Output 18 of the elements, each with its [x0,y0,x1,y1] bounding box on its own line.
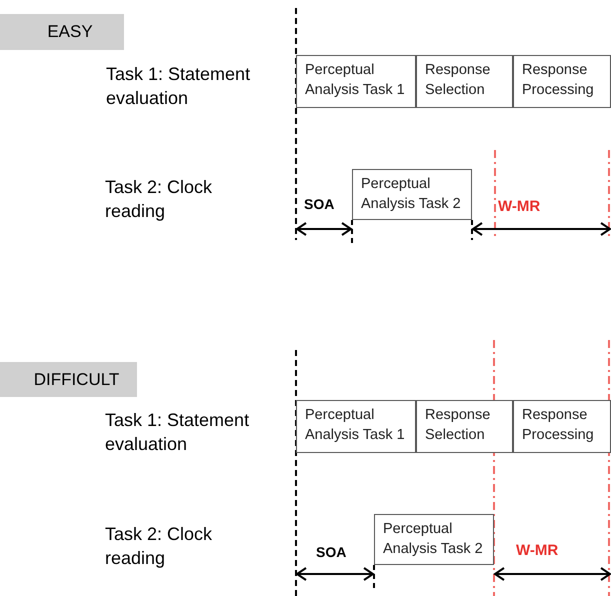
phase-box: Response Selection [416,400,513,453]
condition-band: EASY [0,14,124,50]
phase-box: Perceptual Analysis Task 1 [296,55,416,108]
task-label: Task 2: Clock reading [105,523,214,570]
task-label: Task 2: Clock reading [105,176,214,223]
phase-box: Response Processing [513,400,611,453]
soa-label: SOA [304,195,336,214]
phase-box: Perceptual Analysis Task 2 [352,169,472,220]
phase-box: Response Processing [513,55,611,108]
wmr-label: W-MR [498,197,542,217]
phase-box: Perceptual Analysis Task 2 [374,514,494,565]
condition-band: DIFFICULT [0,362,137,397]
task-label: Task 1: Statement evaluation [105,409,250,456]
soa-label: SOA [316,543,348,562]
phase-box: Response Selection [416,55,513,108]
task-label: Task 1: Statement evaluation [106,63,252,110]
phase-box: Perceptual Analysis Task 1 [296,400,416,453]
wmr-label: W-MR [516,541,560,561]
